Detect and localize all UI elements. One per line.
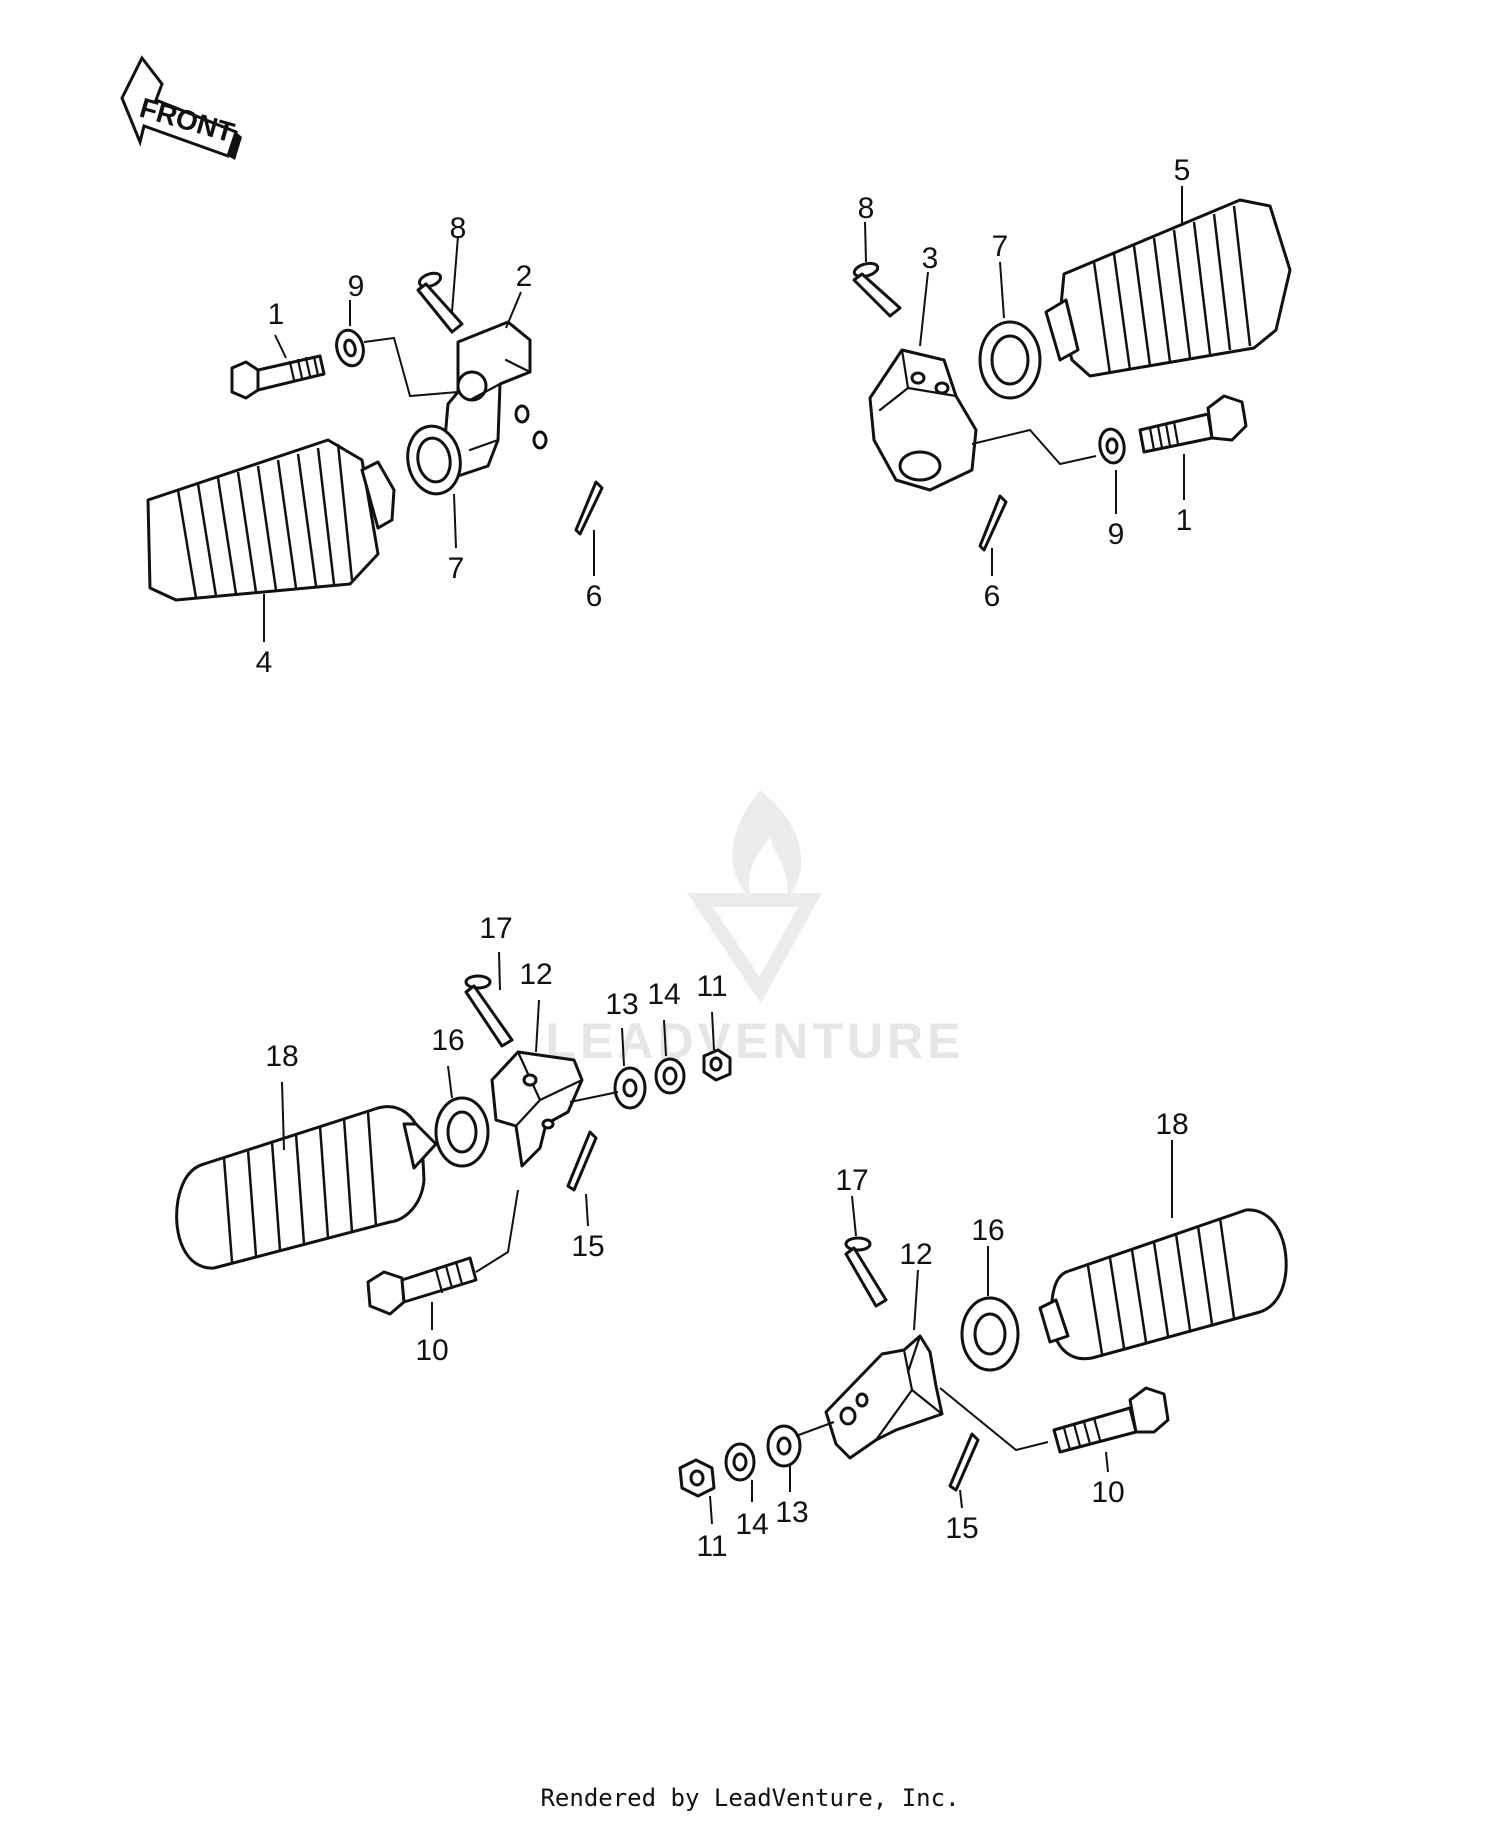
cotter-pin-15-icon — [566, 1130, 598, 1192]
watermark-brand-text: LEADVENTURE — [545, 1013, 964, 1069]
washer-7-icon — [978, 320, 1042, 400]
callout-18: 18 — [1155, 1108, 1188, 1141]
front-arrow-icon: FRONT — [120, 55, 242, 160]
callout-1: 1 — [1176, 504, 1193, 537]
washer-16-icon — [960, 1296, 1020, 1372]
footpeg-18-icon — [1038, 1208, 1288, 1361]
callout-8: 8 — [858, 192, 875, 225]
bracket-12-icon — [490, 1050, 584, 1168]
callout-4: 4 — [256, 646, 273, 679]
washer-16-icon — [434, 1096, 490, 1168]
top-right-assembly: 8 3 7 5 9 1 6 — [852, 154, 1292, 613]
cotter-pin-6-icon — [574, 480, 604, 536]
callout-11: 11 — [696, 1530, 727, 1563]
callout-17: 17 — [479, 912, 512, 945]
callout-3: 3 — [922, 242, 939, 275]
callout-12: 12 — [899, 1238, 932, 1271]
lock-washer-14-icon — [654, 1057, 686, 1095]
callout-8: 8 — [450, 212, 467, 245]
top-left-assembly: 1 9 8 2 4 7 6 — [146, 212, 604, 679]
bracket-3-icon — [868, 348, 978, 492]
nut-11-icon — [678, 1458, 716, 1498]
callout-14: 14 — [647, 978, 680, 1011]
callout-2: 2 — [516, 260, 533, 293]
callout-9: 9 — [1108, 518, 1125, 551]
callout-7: 7 — [992, 230, 1009, 263]
callout-16: 16 — [971, 1214, 1004, 1247]
leadventure-watermark: LEADVENTURE — [545, 790, 964, 1069]
callout-6: 6 — [984, 580, 1001, 613]
cotter-pin-15-icon — [948, 1432, 980, 1492]
callout-16: 16 — [431, 1024, 464, 1057]
callout-5: 5 — [1174, 154, 1191, 187]
footpeg-rubber-4-icon — [146, 438, 396, 602]
cotter-pin-6-icon — [978, 494, 1008, 552]
callout-10: 10 — [415, 1334, 448, 1367]
callout-15: 15 — [571, 1230, 604, 1263]
bolt-1-icon — [1138, 394, 1248, 454]
footpeg-rubber-5-icon — [1044, 198, 1292, 378]
bottom-left-assembly: 17 12 13 14 11 18 16 15 10 — [175, 912, 732, 1367]
bolt-10-icon — [366, 1256, 478, 1316]
callout-10: 10 — [1091, 1476, 1124, 1509]
callout-7: 7 — [448, 552, 465, 585]
pin-17-icon — [464, 974, 514, 1048]
footpeg-18-icon — [175, 1105, 438, 1270]
callout-11: 11 — [696, 970, 727, 1003]
pin-8-icon — [852, 261, 902, 318]
washer-9-icon — [335, 328, 365, 368]
bracket-12-icon — [824, 1334, 944, 1460]
callout-13: 13 — [605, 988, 638, 1021]
bracket-2-icon — [442, 320, 548, 478]
washer-13-icon — [613, 1066, 647, 1110]
callout-15: 15 — [945, 1512, 978, 1545]
washer-9-icon — [1098, 427, 1126, 465]
callout-13: 13 — [775, 1496, 808, 1529]
pin-8-icon — [416, 271, 464, 334]
washer-7-icon — [406, 424, 462, 496]
callout-9: 9 — [348, 270, 365, 303]
pin-17-icon — [844, 1236, 888, 1308]
lock-washer-14-icon — [724, 1442, 756, 1482]
bottom-right-assembly: 17 12 16 18 11 14 13 15 10 — [678, 1108, 1288, 1563]
callout-17: 17 — [835, 1164, 868, 1197]
bolt-10-icon — [1052, 1386, 1170, 1454]
washer-13-icon — [766, 1424, 802, 1468]
callout-14: 14 — [735, 1508, 768, 1541]
footer-credit: Rendered by LeadVenture, Inc. — [540, 1784, 960, 1812]
nut-11-icon — [702, 1048, 732, 1082]
callout-12: 12 — [519, 958, 552, 991]
callout-1: 1 — [268, 298, 285, 331]
callout-18: 18 — [265, 1040, 298, 1073]
callout-6: 6 — [586, 580, 603, 613]
bolt-1-icon — [230, 354, 326, 400]
